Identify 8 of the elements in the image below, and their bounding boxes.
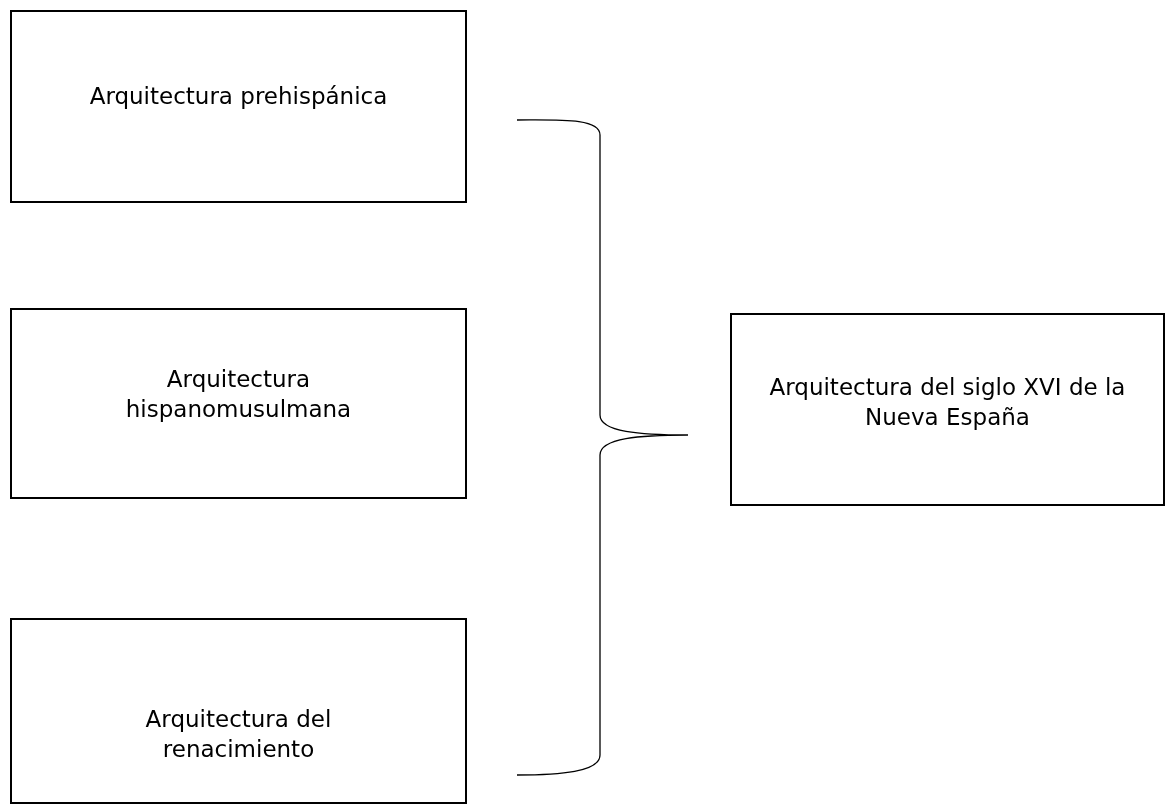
box-label: Arquitectura hispanomusulmana [124, 365, 353, 424]
box-label: Arquitectura prehispánica [89, 82, 388, 111]
text-box [10, 10, 467, 203]
text-box [730, 313, 1165, 506]
box-label: Arquitectura del siglo XVI de la Nueva España [768, 373, 1127, 432]
text-box [10, 308, 467, 499]
box-label: Arquitectura del renacimiento [144, 705, 333, 764]
text-box [10, 618, 467, 804]
